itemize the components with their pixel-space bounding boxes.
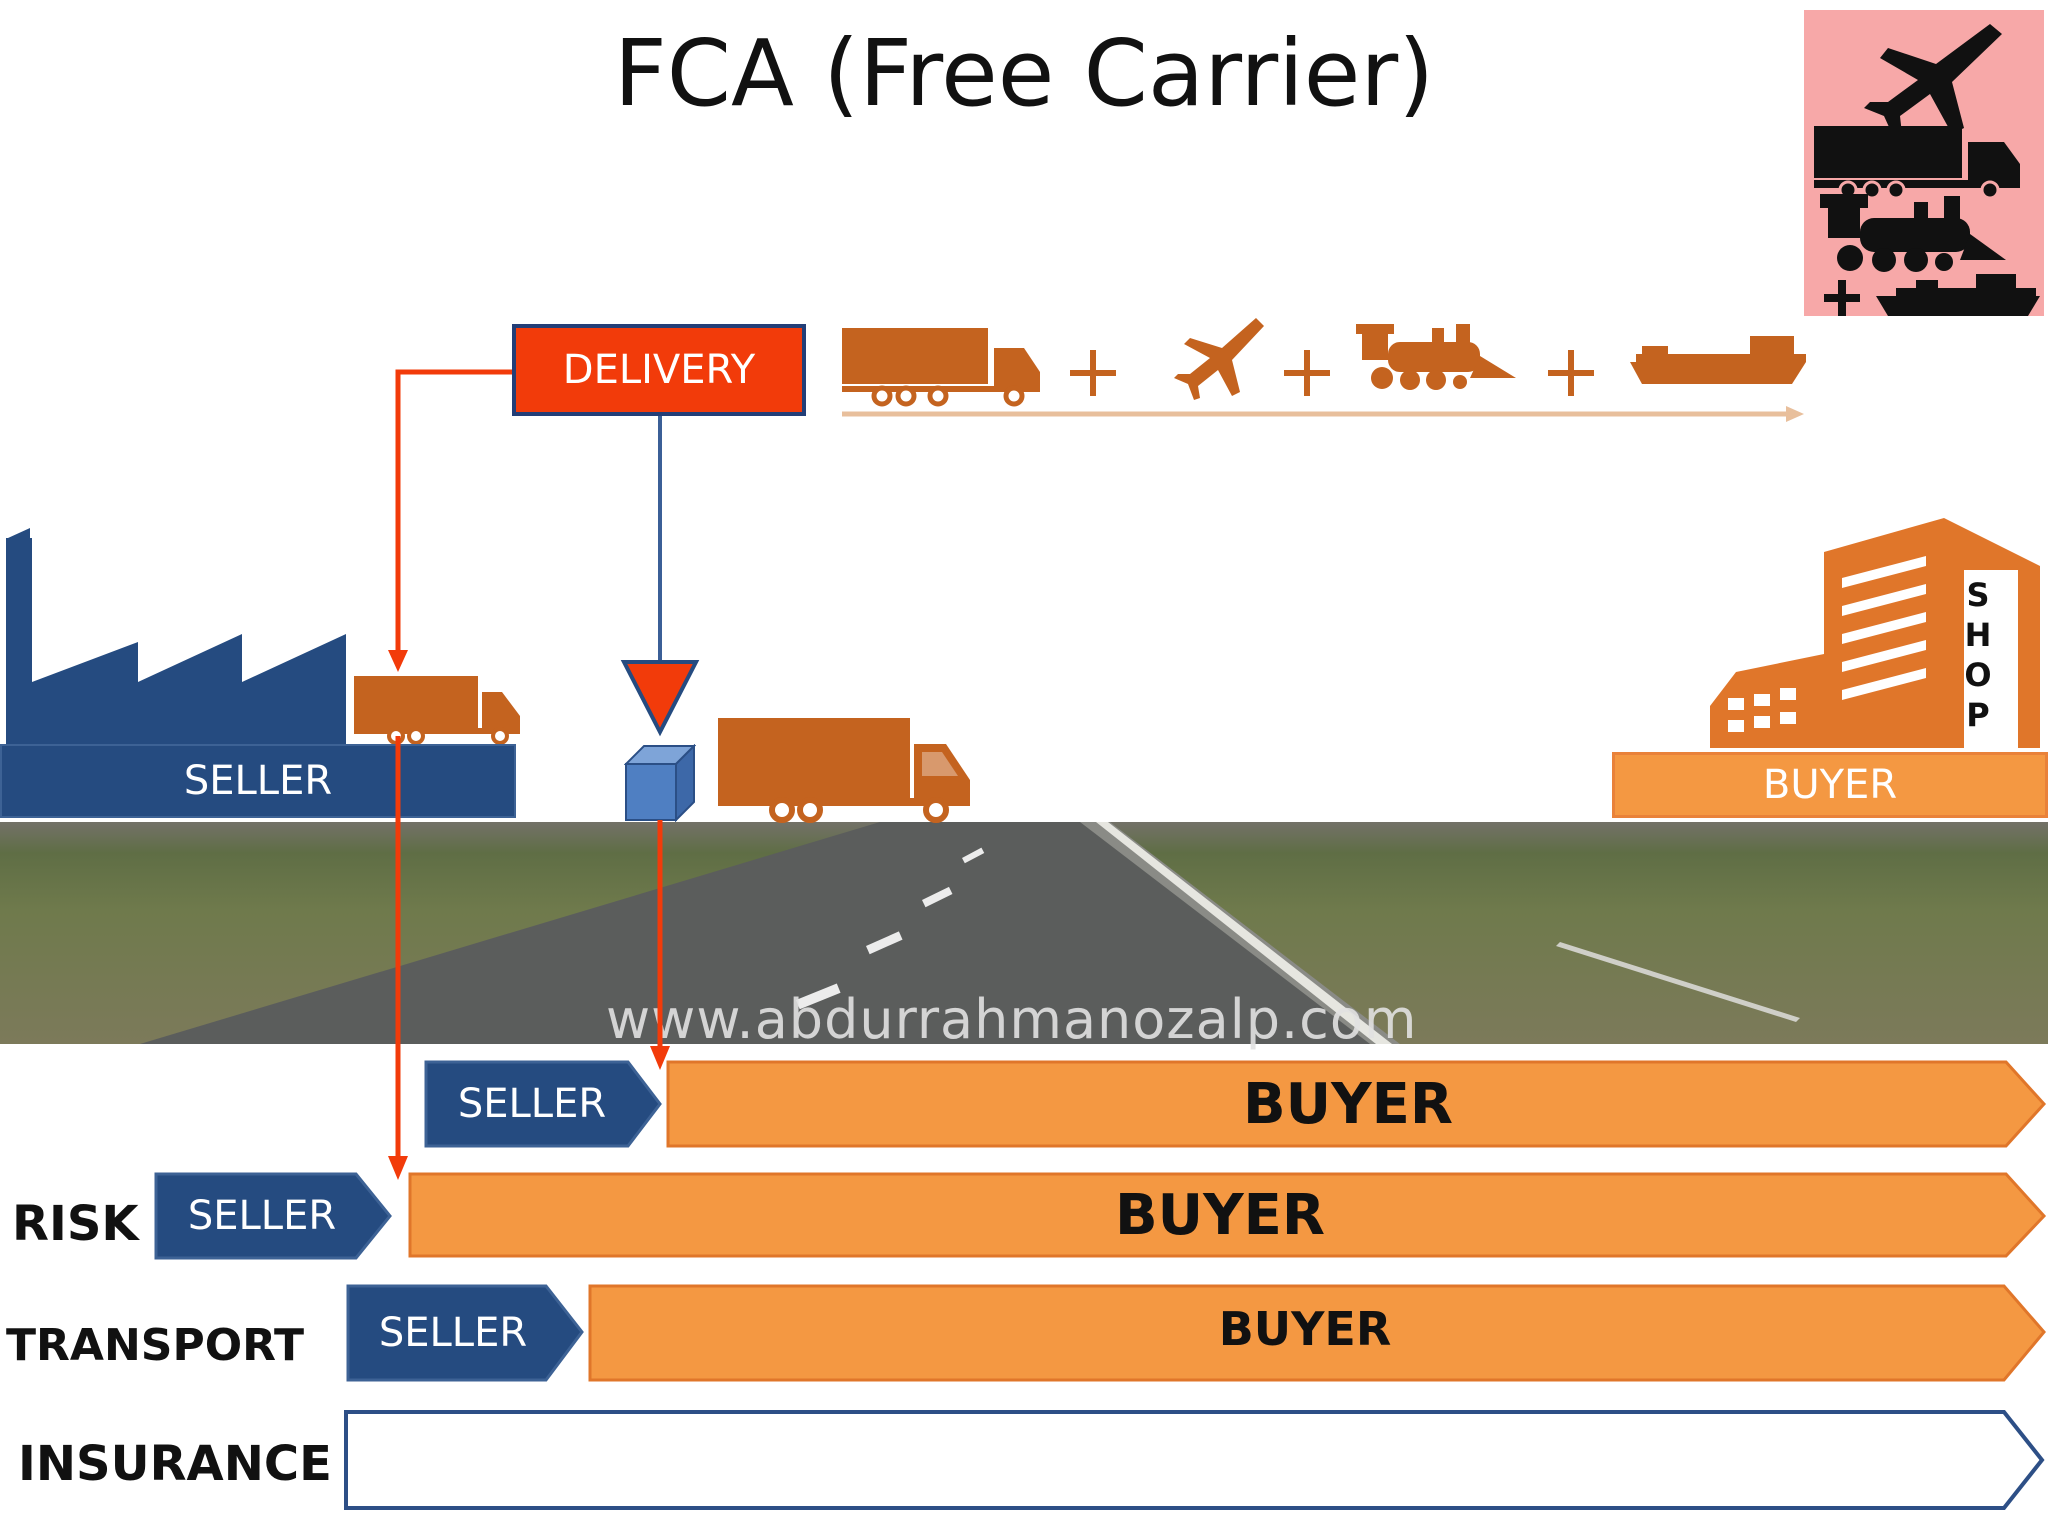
shop-letter: H <box>1964 616 1992 654</box>
factory-icon <box>0 522 350 746</box>
delivery-box: DELIVERY <box>512 324 806 416</box>
transport-label: TRANSPORT <box>6 1320 305 1371</box>
truck-icon <box>842 328 1040 407</box>
page-title: FCA (Free Carrier) <box>613 20 1435 127</box>
ship-icon <box>1630 336 1806 384</box>
seller-arrow-label: SELLER <box>187 1193 337 1239</box>
insurance-arrow <box>344 1410 2045 1510</box>
seller-arrow <box>346 1284 584 1382</box>
ship-icon <box>1876 274 2040 316</box>
plane-icon <box>1174 318 1264 400</box>
plus-icon <box>1824 280 1860 316</box>
seller-arrow-label: SELLER <box>378 1310 528 1356</box>
buyer-arrow-label: BUYER <box>1218 1302 1392 1356</box>
transport-direction-arrow <box>842 406 1804 422</box>
delivery-row: SELLER BUYER <box>0 1058 2048 1150</box>
plane-icon <box>1864 24 2002 138</box>
train-icon <box>1820 194 2006 272</box>
shop-letter: O <box>1964 656 1992 694</box>
plus-icon <box>1284 350 1330 396</box>
transport-modes-inset <box>1804 10 2044 316</box>
transport-row: SELLER BUYER <box>0 1282 2048 1386</box>
train-icon <box>1356 324 1516 390</box>
plus-icon <box>1548 350 1594 396</box>
buyer-arrow-label: BUYER <box>1114 1182 1326 1248</box>
seller-arrow <box>154 1172 392 1260</box>
buyer-arrow <box>666 1060 2047 1148</box>
buyer-location: BUYER <box>1612 752 2048 818</box>
package-icon <box>623 743 697 823</box>
shop-sign: S H O P <box>1958 576 1998 736</box>
buyer-arrow <box>588 1284 2046 1382</box>
seller-location: SELLER <box>0 744 516 818</box>
road-background <box>0 822 2048 1044</box>
buyer-arrow-label: BUYER <box>1242 1071 1454 1137</box>
insurance-label: INSURANCE <box>18 1436 332 1492</box>
risk-row: SELLER BUYER <box>0 1168 2048 1262</box>
plus-icon <box>1070 350 1116 396</box>
seller-arrow-label: SELLER <box>457 1081 607 1127</box>
transport-chain <box>838 310 1808 430</box>
shop-letter: P <box>1966 696 1990 734</box>
risk-label: RISK <box>12 1196 139 1252</box>
delivery-point-line <box>620 416 700 1070</box>
shop-letter: S <box>1966 576 1990 614</box>
insurance-row <box>0 1406 2048 1512</box>
truck-icon <box>352 674 524 746</box>
watermark: www.abdurrahmanozalp.com <box>606 988 1418 1051</box>
shop-building-icon <box>1708 516 2044 752</box>
truck-icon <box>716 716 974 826</box>
risk-transfer-line <box>388 369 512 1180</box>
seller-arrow <box>424 1060 662 1148</box>
buyer-arrow <box>408 1172 2047 1258</box>
